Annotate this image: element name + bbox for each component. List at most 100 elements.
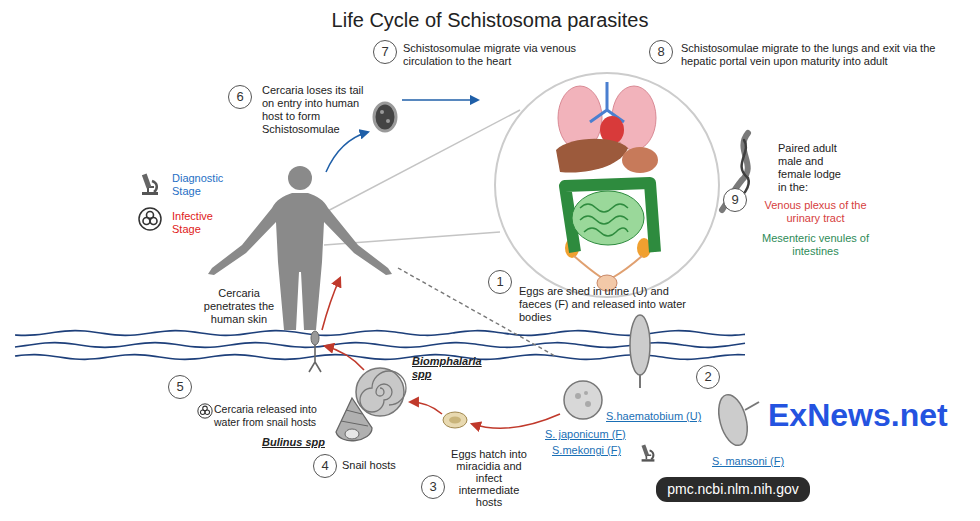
callout-number: 5	[168, 375, 192, 399]
egg-japonicum	[575, 393, 581, 399]
migration-arrows	[402, 99, 478, 101]
callout-number: 7	[373, 40, 397, 64]
callout-number: 2	[696, 365, 720, 389]
human-figure	[288, 166, 312, 190]
microscope-icon	[642, 444, 655, 461]
organs	[572, 191, 644, 245]
snail-bulinus	[336, 398, 372, 441]
cycle-arrows	[322, 278, 340, 330]
microscope-icon	[148, 187, 154, 192]
legend-text: Infective Stage	[172, 210, 236, 236]
callout-number-text: 1	[496, 275, 503, 290]
zoom-lines	[322, 110, 520, 214]
callout-number: 4	[313, 454, 337, 478]
biohazard-icon	[139, 208, 161, 230]
biohazard-icon	[198, 404, 212, 418]
cercaria-icon	[311, 331, 319, 345]
organs	[556, 139, 628, 173]
snail-genus-label: Biomphalaria spp	[412, 355, 492, 381]
microscope-icon	[142, 174, 158, 195]
step-description: Cercaria penetrates the human skin	[198, 287, 280, 326]
species-label: S.haematobium (U)	[606, 410, 701, 423]
callout-number-text: 9	[731, 193, 738, 208]
egg-japonicum	[584, 391, 588, 395]
organs	[565, 183, 655, 252]
egg-japonicum	[564, 381, 602, 419]
biohazard-icon	[200, 410, 205, 415]
migration-arrows	[326, 100, 478, 172]
step-description: Schistosomulae migrate via venous circul…	[403, 42, 591, 68]
egg-mansoni	[714, 392, 753, 449]
species-label: S. mansoni (F)	[712, 455, 784, 468]
organs	[622, 147, 658, 173]
snail-biomphalaria	[356, 368, 406, 416]
callout-number: 9	[723, 188, 747, 212]
miracidium-egg	[443, 412, 467, 428]
biohazard-icon	[139, 208, 161, 230]
microscope-icon	[152, 181, 157, 192]
egg-japonicum	[585, 401, 591, 407]
cycle-arrows	[472, 414, 560, 428]
step-description: Snail hosts	[342, 459, 396, 472]
organs	[580, 204, 628, 236]
callout-number-text: 3	[429, 480, 436, 495]
microscope-icon	[142, 174, 151, 189]
miracidium-egg	[443, 412, 467, 428]
microscope-icon	[642, 459, 655, 461]
site-label: Venous plexus of the urinary tract	[758, 199, 873, 225]
biohazard-icon	[149, 218, 152, 221]
callout-number-text: 7	[381, 45, 388, 60]
step-description: Eggs are shed in urine (U) and faeces (F…	[519, 285, 691, 324]
cercaria-icon	[309, 345, 321, 372]
biohazard-icon	[205, 410, 210, 415]
organs	[590, 82, 624, 122]
microscope-icon	[642, 444, 650, 456]
snail-bulinus	[345, 429, 359, 439]
species-label: S. japonicum (F)	[545, 428, 626, 441]
biohazard-icon	[198, 404, 212, 418]
snail-genus-label: Bulinus spp	[262, 436, 325, 449]
step-description: Paired adult male and female lodge in th…	[778, 142, 850, 194]
egg-mansoni	[745, 402, 759, 410]
snail-bulinus	[336, 398, 372, 441]
species-label: S.mekongi (F)	[552, 444, 621, 457]
callout-number: 6	[228, 85, 252, 109]
egg-mansoni	[714, 392, 759, 449]
title: Life Cycle of Schistosoma parasites	[0, 8, 980, 32]
site-label: Mesenteric venules of intestines	[758, 232, 873, 258]
miracidium-egg	[449, 417, 461, 424]
callout-number-text: 6	[236, 90, 243, 105]
schistosomulae-icon	[386, 119, 390, 123]
step-description: Cercaria released into water from snail …	[214, 403, 332, 429]
step-description: Schistosomulae migrate to the lungs and …	[681, 42, 966, 68]
watermark: ExNews.net	[768, 396, 948, 434]
organs	[556, 82, 658, 291]
migration-arrows	[326, 132, 368, 172]
step-description: Eggs hatch into miracidia and infect int…	[446, 448, 532, 508]
callout-number-text: 8	[657, 45, 664, 60]
callout-number: 8	[649, 40, 673, 64]
cycle-arrows	[410, 402, 442, 414]
callout-number-text: 2	[704, 370, 711, 385]
snail-biomphalaria	[360, 371, 406, 412]
organ-zoom-circle	[495, 73, 719, 297]
microscope-icon	[142, 192, 158, 195]
callout-number-text: 4	[321, 459, 328, 474]
egg-haematobium	[630, 315, 650, 388]
egg-haematobium	[639, 375, 641, 388]
egg-japonicum	[564, 381, 602, 419]
step-description: Cercaria loses its tail on entry into hu…	[262, 84, 376, 136]
schistosomulae-icon	[380, 110, 384, 114]
egg-haematobium	[630, 315, 650, 375]
source-badge: pmc.ncbi.nlm.nih.gov	[656, 477, 810, 502]
schistosomulae-icon	[374, 103, 396, 131]
callout-number-text: 5	[176, 380, 183, 395]
legend-text: Diagnostic Stage	[172, 172, 236, 198]
callout-number: 1	[488, 270, 512, 294]
source-url: pmc.ncbi.nlm.nih.gov	[667, 481, 799, 497]
microscope-icon	[646, 455, 651, 459]
microscope-icon	[650, 450, 654, 459]
snail-bulinus	[341, 410, 368, 426]
